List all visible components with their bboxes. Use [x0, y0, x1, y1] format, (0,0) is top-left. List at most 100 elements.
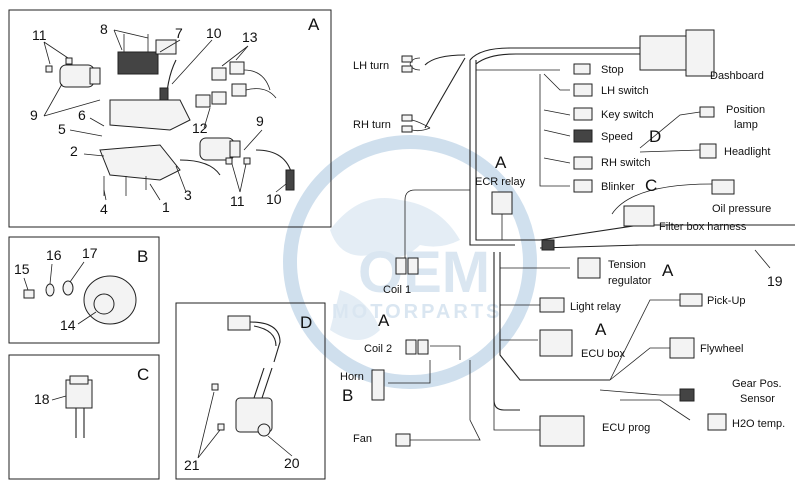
- label-speed: Speed: [601, 131, 633, 143]
- callout-1: 1: [162, 199, 170, 215]
- ref-letter-ecu: A: [595, 320, 607, 339]
- rh-switch-connector: [573, 156, 593, 170]
- fan-connector: [395, 433, 411, 447]
- label-horn: Horn: [340, 371, 364, 383]
- base-plate-part: [99, 144, 181, 181]
- ref-letter-horn: B: [342, 386, 353, 405]
- ref-letter-speed: D: [649, 127, 661, 146]
- ecu-prog-connector: [539, 415, 585, 447]
- coil-left-cap: [89, 67, 101, 85]
- callout-5: 5: [58, 121, 66, 137]
- ecr-relay-part: [491, 191, 513, 215]
- coil-left-part: [59, 64, 95, 88]
- screw-part: [45, 65, 53, 73]
- label-h2o-temp: H2O temp.: [732, 418, 785, 430]
- callout-13: 13: [242, 29, 258, 45]
- label-filter-box-harness: Filter box harness: [659, 221, 747, 233]
- label-fan: Fan: [353, 433, 372, 445]
- headlight-connector: [699, 143, 717, 159]
- callout-12: 12: [192, 120, 208, 136]
- label-tension-regulator-1: Tension: [608, 259, 646, 271]
- oil-pressure-connector: [711, 179, 735, 195]
- watermark: OEM MOTORPARTS: [283, 135, 537, 389]
- lh-switch-connector: [573, 83, 593, 97]
- filter-box-connector: [623, 205, 655, 227]
- callout-6: 6: [78, 107, 86, 123]
- callout-2: 2: [70, 143, 78, 159]
- regulator-part: [117, 51, 159, 75]
- gear-pos-connector: [679, 388, 695, 402]
- label-flywheel: Flywheel: [700, 343, 743, 355]
- label-oil-pressure: Oil pressure: [712, 203, 771, 215]
- label-position-lamp-1: Position: [726, 104, 765, 116]
- label-coil2: Coil 2: [364, 343, 392, 355]
- panel-b-letter: B: [137, 247, 148, 266]
- washer-part: [62, 280, 74, 296]
- label-dashboard: Dashboard: [710, 70, 764, 82]
- label-lh-switch: LH switch: [601, 85, 649, 97]
- panel-a-frame: [8, 9, 332, 228]
- relay-part: [211, 67, 227, 81]
- label-rh-turn: RH turn: [353, 119, 391, 131]
- label-ecu-box: ECU box: [581, 348, 626, 360]
- callout-9b: 9: [256, 113, 264, 129]
- tension-regulator-connector: [577, 257, 601, 279]
- callout-18: 18: [34, 391, 50, 407]
- callout-10: 10: [206, 25, 222, 41]
- stop-connector: [573, 63, 591, 75]
- watermark-brand: MOTORPARTS: [332, 301, 502, 323]
- callout-19: 19: [767, 273, 783, 289]
- label-ecr-relay: ECR relay: [475, 176, 526, 188]
- ref-letter-blinker: C: [645, 176, 657, 195]
- relay-part: [65, 379, 93, 409]
- ref-letter-coil2: A: [378, 311, 390, 330]
- label-coil1: Coil 1: [383, 284, 411, 296]
- regulator-plug: [155, 39, 177, 55]
- blinker-connector: [573, 179, 593, 193]
- label-position-lamp-2: lamp: [734, 119, 758, 131]
- watermark-globe-icon: [283, 135, 537, 389]
- speed-connector: [573, 129, 593, 143]
- panel-b-frame: [8, 236, 160, 344]
- bracket-part: [109, 99, 191, 131]
- washer-part: [45, 283, 55, 297]
- flywheel-connector: [669, 337, 695, 359]
- panel-d: D 21 20: [175, 302, 326, 480]
- screw-part: [65, 57, 73, 65]
- watermark-continent-shape: [330, 198, 460, 340]
- dashboard-connector: [639, 35, 687, 71]
- callout-16: 16: [46, 247, 62, 263]
- panel-a: A 11 8 7 10 1: [8, 9, 332, 228]
- callout-11: 11: [32, 27, 47, 43]
- coil2-connector: [405, 339, 417, 355]
- harness: LH turn RH turn Stop LH switch Key switc…: [340, 29, 795, 447]
- panel-d-frame: [175, 302, 326, 480]
- callout-17: 17: [82, 245, 98, 261]
- label-gear-pos-2: Sensor: [740, 393, 775, 405]
- pick-up-connector: [679, 293, 703, 307]
- ref-letter-ecr: A: [495, 153, 507, 172]
- callout-7: 7: [175, 25, 183, 41]
- callout-14: 14: [60, 317, 76, 333]
- label-gear-pos-1: Gear Pos.: [732, 378, 782, 390]
- panel-c: C 18: [8, 354, 160, 480]
- label-ecu-prog: ECU prog: [602, 422, 650, 434]
- watermark-logo-letters: OEM: [358, 240, 490, 305]
- callout-8: 8: [100, 21, 108, 37]
- panel-a-letter: A: [308, 15, 320, 34]
- panel-c-frame: [8, 354, 160, 480]
- callout-15: 15: [14, 261, 30, 277]
- light-relay-connector: [539, 297, 565, 313]
- panel-d-letter: D: [300, 313, 312, 332]
- label-blinker: Blinker: [601, 181, 635, 193]
- label-key-switch: Key switch: [601, 109, 654, 121]
- label-rh-switch: RH switch: [601, 157, 651, 169]
- callout-4: 4: [100, 201, 108, 217]
- coil-right-part: [199, 137, 235, 161]
- label-pick-up: Pick-Up: [707, 295, 746, 307]
- callout-9: 9: [30, 107, 38, 123]
- key-switch-connector: [573, 107, 593, 121]
- callout-3: 3: [184, 187, 192, 203]
- callout-21: 21: [184, 457, 200, 473]
